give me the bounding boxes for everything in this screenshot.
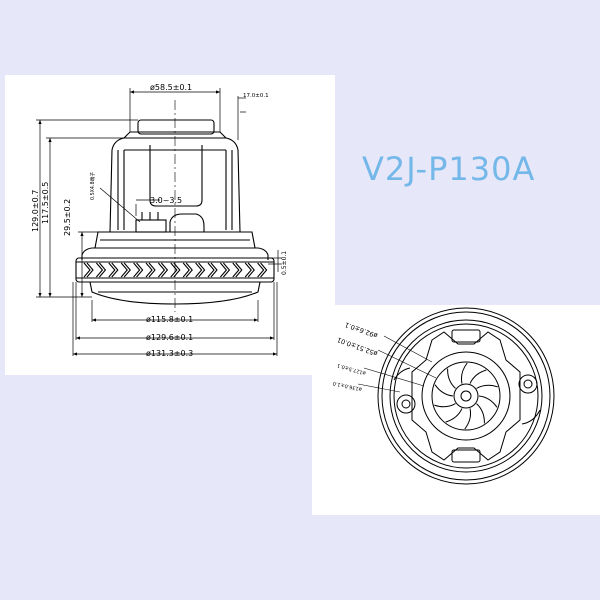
impeller-blade — [434, 384, 454, 397]
dimension-arrow — [48, 293, 52, 297]
motor-bottom-view — [377, 307, 555, 485]
bottom-tab — [451, 449, 481, 463]
louver — [108, 262, 119, 278]
dimension-arrow — [38, 120, 42, 124]
fan-louvers — [83, 262, 268, 278]
motor-top-block — [137, 119, 215, 135]
dim-r1: ø92.6±0.1 — [344, 320, 379, 339]
bracket-rib-right — [225, 150, 233, 230]
impeller-blade — [478, 395, 498, 408]
louver — [145, 262, 156, 278]
outer-rim-inner — [381, 311, 551, 481]
model-title: V2J-P130A — [362, 150, 536, 188]
side-view-dimensions — [36, 88, 282, 356]
louver — [133, 262, 144, 278]
shaft — [460, 390, 472, 402]
louver — [83, 262, 94, 278]
mount-hole-left — [396, 394, 416, 414]
impeller-blade — [460, 362, 468, 384]
impeller-blade — [434, 403, 456, 408]
impeller-blade — [445, 408, 463, 423]
impeller-blade — [464, 408, 472, 430]
dimension-arrow — [80, 293, 84, 297]
shaft-boss — [453, 383, 479, 409]
dimension-arrow — [38, 293, 42, 297]
dimension-arrow — [92, 318, 96, 322]
impeller-blade — [469, 369, 487, 384]
dim-total-height: 129.0±0.7 — [31, 190, 40, 232]
dim-d3: ø131.3±0.3 — [146, 349, 193, 358]
louver — [195, 262, 206, 278]
dim-height-3: 29.5±0.2 — [63, 199, 72, 236]
dim-r4: ø136.0±1.0 — [332, 380, 362, 392]
brush-holder — [169, 213, 205, 232]
bottom-view-labels: ø92.6±0.1 ø52.51±0.01 ø127.5±0.1 ø136.0±… — [332, 320, 378, 392]
dim-r3: ø127.5±0.1 — [337, 362, 367, 376]
mount-hole-right — [518, 374, 538, 394]
terminal-block — [135, 219, 167, 233]
housing-ring — [389, 319, 543, 473]
bracket-rib-center — [149, 145, 203, 207]
louver — [244, 262, 255, 278]
louver — [182, 262, 193, 278]
top-tab — [451, 329, 481, 343]
impeller-blade — [476, 403, 485, 424]
louver — [207, 262, 218, 278]
bottom-view-dimensions — [357, 335, 437, 393]
impeller-blade — [447, 368, 456, 389]
louver — [170, 262, 181, 278]
motor-side-view — [75, 100, 275, 312]
louver — [257, 262, 268, 278]
outer-rim — [377, 307, 555, 485]
dim-small-note: 0.5X4.8端子 — [89, 172, 96, 200]
louver — [95, 262, 107, 278]
fan-inner-ring — [431, 361, 501, 431]
dim-top-width: ø58.5±0.1 — [150, 83, 192, 92]
dim-d1: ø115.8±0.1 — [146, 315, 193, 324]
mount-hole-right-inner — [523, 379, 533, 389]
bracket-rib-left — [117, 150, 125, 230]
louver — [232, 262, 243, 278]
louver — [219, 262, 231, 278]
dimension-arrow — [76, 336, 80, 340]
terminal-pins — [141, 212, 159, 220]
dim-flange: 0.5±0.1 — [281, 251, 288, 275]
impeller-blades — [434, 362, 498, 430]
bottom-view-panel — [312, 305, 600, 515]
dimension-arrow — [254, 318, 258, 322]
dim-terminal: 3.0~3.5 — [150, 196, 182, 205]
dimension-arrow — [216, 90, 220, 94]
dim-height-2: 117.5±0.5 — [41, 182, 50, 224]
dimension-arrows — [38, 90, 277, 356]
louver — [120, 262, 131, 278]
louver — [157, 262, 169, 278]
dimension-arrow — [80, 232, 84, 236]
dim-top-right: 17.0±0.1 — [243, 93, 269, 99]
dimension-arrow — [273, 352, 277, 356]
side-view-labels: ø58.5±0.1 17.0±0.1 129.0±0.7 117.5±0.5 2… — [31, 83, 288, 358]
dimension-arrow — [130, 90, 134, 94]
dimension-arrow — [48, 138, 52, 142]
rim-notch-left — [393, 367, 411, 381]
dimension-arrow — [270, 336, 274, 340]
housing-ring-inner — [393, 323, 539, 469]
dimension-arrow — [73, 352, 77, 356]
bracket-arms — [411, 331, 521, 461]
fan-hub-ring — [421, 351, 511, 441]
rim-notch-right — [521, 409, 541, 425]
dim-d2: ø129.6±0.1 — [146, 333, 193, 342]
impeller-blade — [476, 384, 498, 389]
mount-hole-left-inner — [401, 399, 411, 409]
